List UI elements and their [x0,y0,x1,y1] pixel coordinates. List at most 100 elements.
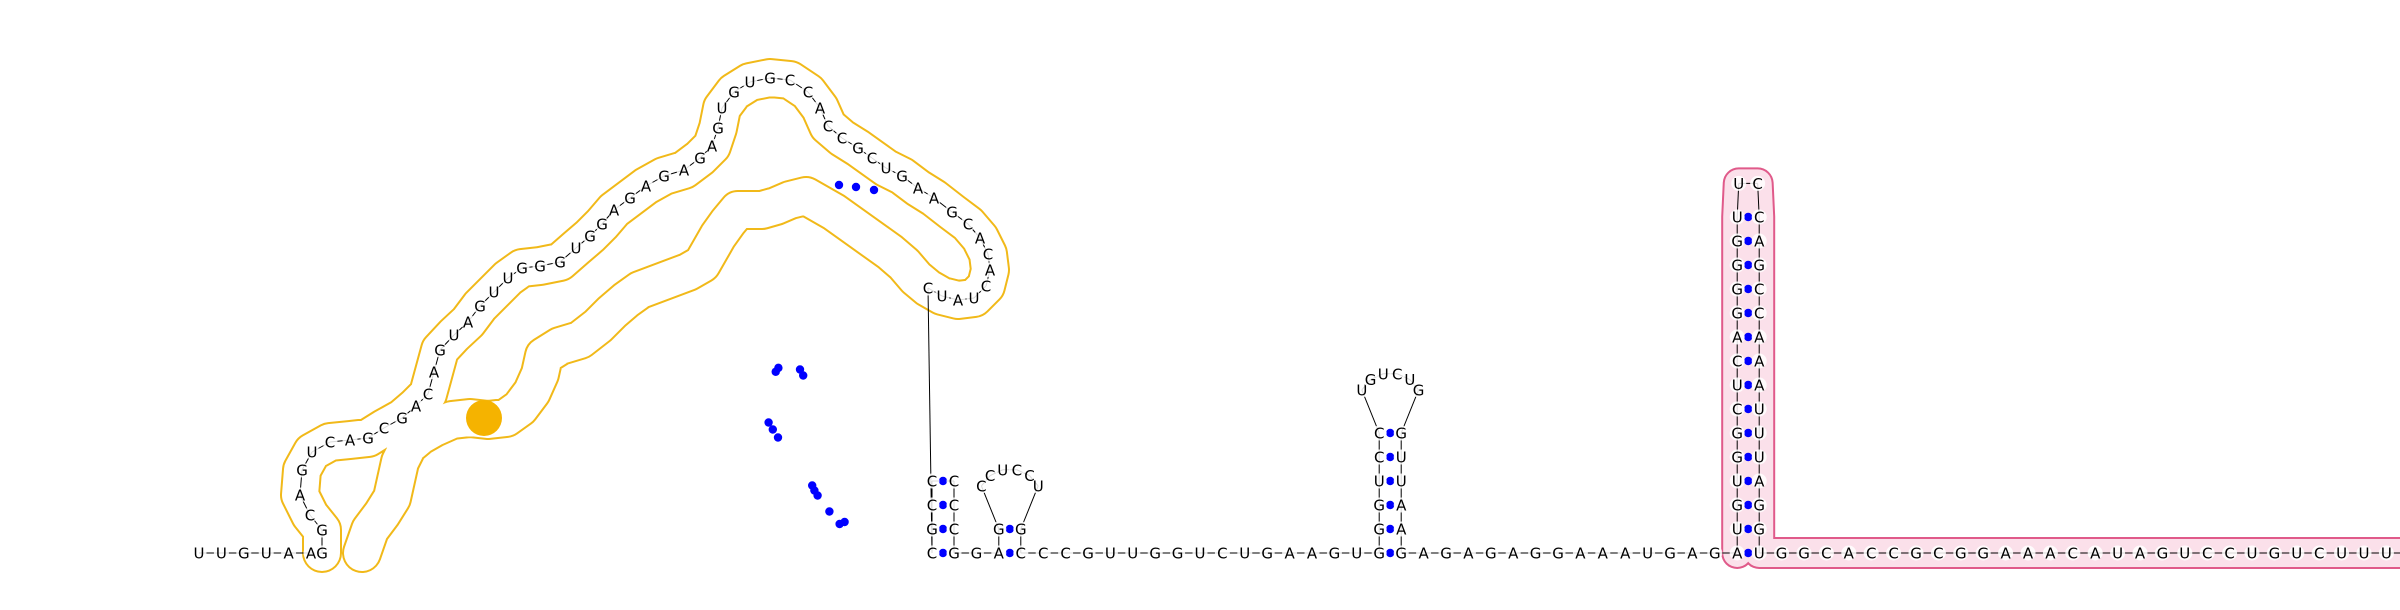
nucleotide-U: U [1351,545,1362,563]
nucleotide-backdrop [1841,545,1857,561]
nucleotide-C: C [1038,545,1048,563]
nucleotide-backdrop [924,545,940,561]
base-pair-dot [938,476,948,486]
nucleotide-G: G [296,462,308,480]
highlighted-segment [466,400,502,436]
nucleotide-backdrop [726,84,742,100]
nucleotide-G: G [1709,545,1721,563]
nucleotide-backdrop [966,290,982,306]
nucleotide-C: C [803,84,813,102]
nucleotide-backdrop [360,430,376,446]
nucleotide-U: U [489,284,500,302]
nucleotide-backdrop [314,545,330,561]
nucleotide-backdrop [1863,545,1879,561]
nucleotide-backdrop [1729,545,1745,561]
nucleotide-A: A [1732,329,1743,347]
nucleotide-backdrop [1729,449,1745,465]
nucleotide-A: A [429,364,440,382]
domain-outlines-layer [280,58,2400,573]
nucleotide-backdrop [2110,545,2126,561]
nucleotide-backdrop [376,420,392,436]
nucleotide-G: G [1082,545,1094,563]
nucleotide-U: U [1732,521,1743,539]
nucleotide-C: C [1866,545,1876,563]
nucleotide-backdrop [1731,175,1747,191]
base-pair-dot [1744,380,1753,390]
nucleotide-backdrop [692,150,708,166]
nucleotide-backdrop [1796,545,1812,561]
nucleotide-C: C [2314,545,2324,563]
nucleotide-backdrop [303,545,319,561]
nucleotide-C: C [1024,467,1034,485]
base-pair-dot [1386,548,1395,558]
nucleotide-backdrop [1729,257,1745,273]
nucleotide-G: G [1373,497,1385,515]
nucleotide-C: C [325,434,335,452]
nucleotide-U: U [1754,449,1765,467]
nucleotide-backdrop [1751,497,1767,513]
nucleotide-A: A [1463,545,1474,563]
nucleotide-C: C [867,150,877,168]
base-pair-dot [768,425,777,434]
nucleotide-backdrop [1774,545,1790,561]
nucleotide-backdrop [812,100,828,116]
nucleotide-backdrop [472,298,488,314]
nucleotide-backdrop [1729,353,1745,369]
nucleotide-G: G [1731,449,1743,467]
nucleotide-backdrop [1751,521,1767,537]
nucleotide-G: G [1365,371,1377,389]
base-pair-dot [835,519,844,529]
nucleotide-U: U [2359,545,2370,563]
nucleotide-backdrop [710,120,726,136]
nucleotide-backdrop [582,228,598,244]
nucleotide-G: G [1015,521,1027,539]
nucleotide-C: C [2224,545,2234,563]
nucleotide-backdrop [946,497,962,513]
base-pair-dot [1744,236,1753,246]
nucleotide-U: U [1195,545,1206,563]
base-pair-dot [1744,332,1753,342]
nucleotide-C: C [785,72,795,90]
nucleotide-backdrop [213,545,229,561]
nucleotide-U: U [969,290,980,308]
nucleotide-backdrop [1640,545,1656,561]
nucleotide-backdrop [1998,545,2014,561]
nucleotide-backdrop [950,292,966,308]
nucleotide-U: U [1374,473,1385,491]
nucleotide-C: C [976,477,986,495]
nucleotide-U: U [1356,381,1367,399]
nucleotide-A: A [1620,545,1631,563]
nucleotide-U: U [881,160,892,178]
nucleotide-G: G [396,410,408,428]
base-pair-dot [1005,524,1014,534]
backbone-segment [1400,389,1420,434]
nucleotide-backdrop [532,258,548,274]
nucleotide-U: U [1732,209,1743,227]
nucleotide-G: G [1485,545,1497,563]
nucleotide-backdrop [1595,545,1611,561]
nucleotide-G: G [1731,497,1743,515]
nucleotide-U: U [1733,175,1744,193]
nucleotide-C: C [1060,545,1070,563]
nucleotide-backdrop [302,507,318,523]
nucleotide-C: C [1752,175,1762,193]
nucleotide-A: A [1754,473,1765,491]
nucleotide-A: A [1598,545,1609,563]
nucleotide-backdrop [960,216,976,232]
nucleotide-U: U [449,327,460,345]
nucleotide-backdrop [1013,545,1029,561]
nucleotide-C: C [927,545,937,563]
nucleotide-backdrop [920,280,936,296]
nucleotide-C: C [1732,401,1742,419]
nucleotide-C: C [963,216,973,234]
nucleotide-backdrop [1729,209,1745,225]
nucleotide-A: A [1844,545,1855,563]
nucleotide-U: U [1127,545,1138,563]
nucleotide-backdrop [934,288,950,304]
nucleotide-A: A [1754,233,1765,251]
nucleotide-G: G [1753,521,1765,539]
nucleotide-backdrop [1751,425,1767,441]
nucleotide-backdrop [1729,521,1745,537]
nucleotide-U: U [194,545,205,563]
nucleotide-C: C [949,521,959,539]
